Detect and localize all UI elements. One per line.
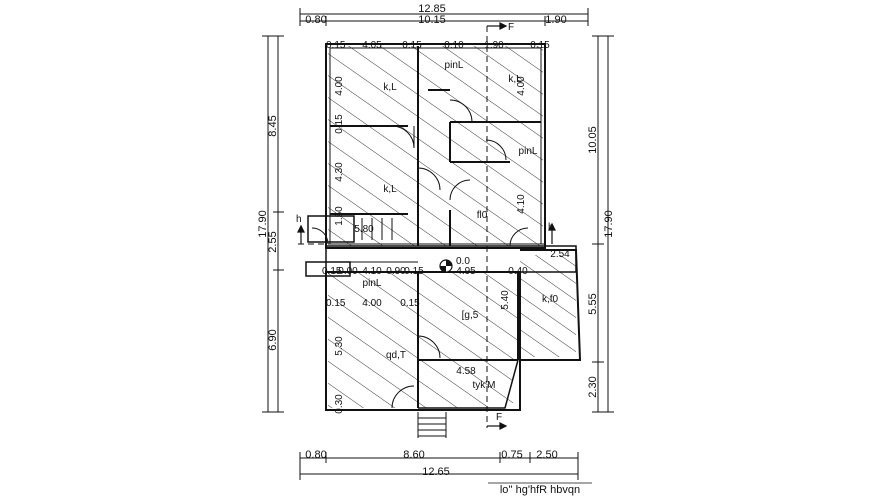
level-value: 0.0 (456, 256, 470, 267)
inner-dim: 0.90 (386, 266, 406, 277)
section-line (298, 26, 548, 428)
dim-right-a: 10.05 (587, 126, 599, 154)
inner-dim: 0.10 (444, 40, 464, 51)
dim-right-total: 17.90 (603, 210, 615, 238)
room-bath-top: pinL (445, 60, 464, 71)
dim-left-c: 6.90 (267, 329, 279, 350)
section-f-bottom: F (496, 412, 502, 423)
inner-dim: 0.30 (334, 394, 345, 414)
room-bath-low: pinL (363, 278, 382, 289)
inner-dim: 1.50 (334, 206, 345, 226)
inner-dim: 5.80 (354, 224, 374, 235)
drawing-caption: lo'' hg'hfR hbvqn (500, 484, 580, 496)
inner-dim: 0.15 (322, 266, 342, 277)
inner-dim: 4.10 (516, 194, 527, 214)
inner-dimension-texts: 0.15 4.05 0.15 0.10 1.90 0.15 4.00 4.30 … (322, 40, 570, 414)
dim-top-left: 0.80 (305, 14, 326, 26)
dim-left-total: 17.90 (257, 210, 269, 238)
level-marker (439, 259, 453, 273)
inner-dim: 0.15 (402, 40, 422, 51)
dim-bottom-b: 2.50 (536, 449, 557, 461)
inner-dim: 4.00 (516, 76, 527, 96)
walls (305, 43, 582, 438)
section-arrows (297, 22, 556, 430)
inner-dim: 2.54 (550, 249, 570, 260)
inner-dim: 4.10 (362, 266, 382, 277)
dim-top-total: 12.85 (418, 3, 446, 15)
inner-dim: 0.15 (530, 40, 550, 51)
section-markers: h h F F 0.0 (296, 22, 554, 423)
dim-left-a: 8.45 (267, 115, 279, 136)
floor-hatch (328, 46, 576, 408)
inner-dim: 5.40 (500, 290, 511, 310)
room-kitchen-mid: k,L (383, 184, 397, 195)
dimension-texts: 12.85 0.80 10.15 1.90 0.80 8.60 0.75 2.5… (257, 3, 615, 478)
inner-dim: 1.90 (484, 40, 504, 51)
inner-dim: 4.95 (456, 266, 476, 277)
room-labels: k,L k,L pinL pinL k,L fl0 pinL [g,5 k,f0… (363, 60, 559, 391)
dim-bottom-mid: 8.60 (403, 449, 424, 461)
room-hall: fl0 (477, 210, 488, 221)
room-kitchen-top-left: k,L (383, 82, 397, 93)
dim-bottom-left: 0.80 (305, 449, 326, 461)
dim-left-b: 2.55 (267, 231, 279, 252)
inner-dim: 5.30 (334, 336, 345, 356)
room-kitchen-right: k,f0 (542, 294, 559, 305)
inner-dim: 0.15 (400, 298, 420, 309)
door-swings (311, 99, 529, 409)
inner-dim: 4.05 (362, 40, 382, 51)
room-bath-right: pinL (519, 146, 538, 157)
dim-bottom-total: 12.65 (422, 466, 450, 478)
section-h-left: h (296, 214, 302, 225)
inner-dim: 0.40 (508, 266, 528, 277)
inner-dim: 0.15 (326, 298, 346, 309)
inner-dim: 0.15 (404, 266, 424, 277)
room-bedroom: qd,T (386, 350, 406, 361)
inner-dim: 0.15 (326, 40, 346, 51)
inner-dim: 0.00 (338, 266, 358, 277)
dim-top-mid: 10.15 (418, 14, 446, 26)
dim-top-right: 1.90 (545, 14, 566, 26)
dim-right-c: 2.30 (587, 376, 599, 397)
dim-right-b: 5.55 (587, 293, 599, 314)
room-porch: tyk'M (472, 380, 495, 391)
inner-dim: 4.00 (334, 76, 345, 96)
dimension-lines (262, 8, 614, 480)
inner-dim: 4.00 (362, 298, 382, 309)
room-living: [g,5 (462, 310, 479, 321)
inner-dim: 0.15 (334, 114, 345, 134)
section-f-top: F (508, 22, 514, 33)
room-kitchen-top-right: k,L (508, 74, 522, 85)
section-h-right: h (548, 222, 554, 233)
inner-dim: 4.30 (334, 162, 345, 182)
dim-bottom-a: 0.75 (501, 449, 522, 461)
inner-dim: 4.58 (456, 366, 476, 377)
